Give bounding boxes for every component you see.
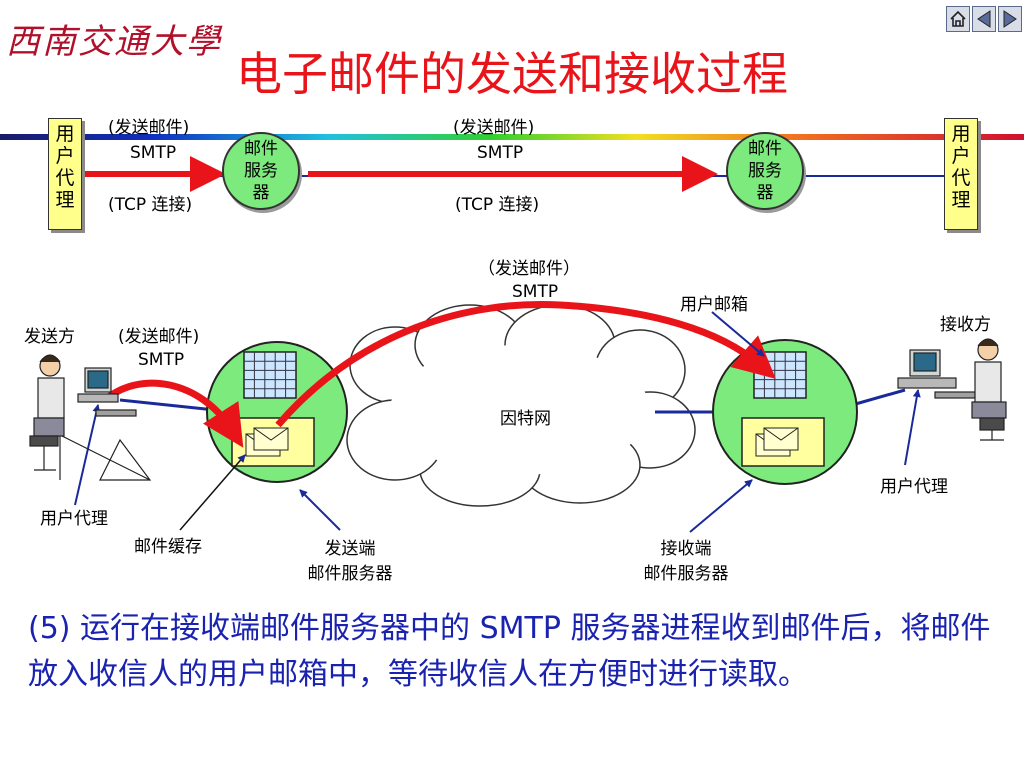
user-agent-left-bottom-label: 用户代理	[40, 509, 108, 529]
user-agent-left-label: 用户代理	[55, 123, 75, 211]
user-agent-right-label: 用户代理	[951, 123, 971, 211]
caption-text: (5) 运行在接收端邮件服务器中的 SMTP 服务器进程收到邮件后，将邮件放入收…	[28, 611, 991, 692]
receiver-mail-cache	[741, 417, 825, 467]
smtp-label-1: SMTP	[130, 143, 177, 163]
tcp-label-1: (TCP 连接)	[108, 195, 193, 215]
sender-mailbox-grid	[243, 351, 297, 399]
mail-server-left: 邮件服务器	[222, 132, 300, 210]
internet-cloud	[346, 304, 696, 507]
smtp-label-2: SMTP	[477, 143, 524, 163]
home-icon	[950, 10, 966, 27]
mail-cache-label: 邮件缓存	[134, 537, 202, 557]
prev-button[interactable]	[972, 6, 996, 32]
send-label-left: (发送邮件)	[118, 327, 200, 347]
receiver-label: 接收方	[940, 315, 991, 335]
send-label-2: (发送邮件)	[453, 118, 535, 138]
sender-mail-cache	[231, 417, 315, 467]
user-agent-left-box: 用户代理	[48, 118, 82, 230]
smtp-label-top: SMTP	[512, 282, 559, 302]
arrow-server-to-server	[275, 301, 776, 428]
next-button[interactable]	[998, 6, 1022, 32]
tcp-label-2: (TCP 连接)	[455, 195, 540, 215]
home-button[interactable]	[946, 6, 970, 32]
send-label-top: （发送邮件）	[478, 259, 580, 279]
sender-server-label: 发送端 邮件服务器	[307, 539, 393, 584]
sender-person-icon	[29, 354, 152, 481]
send-label-1: (发送邮件)	[108, 118, 190, 138]
smtp-label-left: SMTP	[138, 350, 185, 370]
user-agent-right-box: 用户代理	[944, 118, 978, 230]
receiver-mailbox-grid	[753, 351, 807, 399]
mailbox-label: 用户邮箱	[680, 295, 748, 315]
sender-label: 发送方	[24, 327, 75, 347]
internet-label: 因特网	[500, 409, 551, 429]
university-logo: 西南交通大學	[6, 22, 222, 62]
page-title: 电子邮件的发送和接收过程	[236, 47, 788, 101]
mail-server-right: 邮件服务器	[726, 132, 804, 210]
triangle-left-icon	[977, 10, 991, 28]
receiver-server-label: 接收端 邮件服务器	[643, 539, 729, 584]
triangle-right-icon	[1003, 10, 1017, 28]
user-agent-right-bottom-label: 用户代理	[880, 477, 948, 497]
rainbow-line	[0, 134, 1024, 140]
receiver-person-icon	[897, 338, 1007, 441]
arrow-sender-to-server	[102, 379, 244, 448]
